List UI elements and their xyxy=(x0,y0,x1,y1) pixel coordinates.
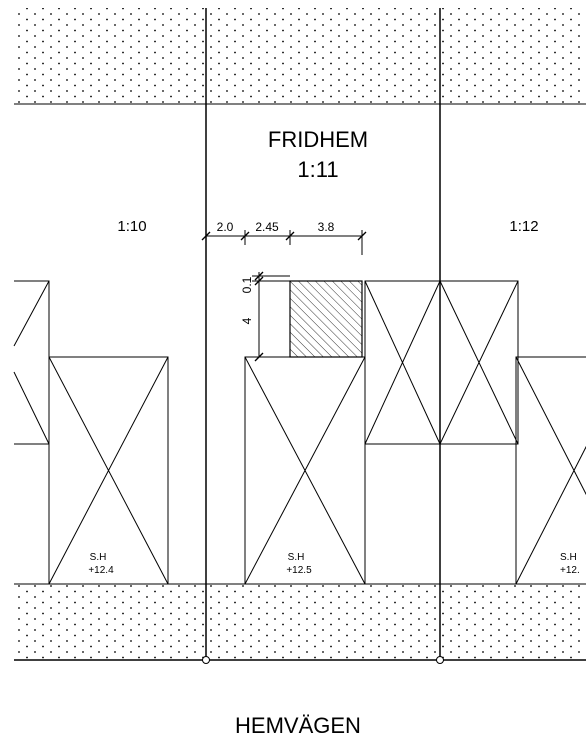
dimension-chain-horizontal xyxy=(201,230,367,255)
dimension-label: 4 xyxy=(240,317,254,324)
plot-label-1-12: 1:12 xyxy=(509,218,538,235)
house-level-label: +12.4 xyxy=(88,565,114,576)
building-garage-left xyxy=(13,280,50,445)
block-name-label: FRIDHEM xyxy=(268,127,368,152)
house-plot-1-11 xyxy=(244,356,366,585)
plot-label-1-10: 1:10 xyxy=(117,218,146,235)
house-plot-1-12 xyxy=(515,356,586,585)
house-plot-1-10 xyxy=(48,356,169,585)
boundary-point-left xyxy=(202,656,210,664)
dimension-label: 2.45 xyxy=(255,220,279,234)
hatched-extension xyxy=(289,280,363,358)
boundary-point-right xyxy=(436,656,444,664)
street-name-label: HEMVÄGEN xyxy=(235,713,361,738)
dimension-chain-vertical xyxy=(252,271,290,362)
garage-shared-left xyxy=(364,280,441,445)
house-level-label: +12. xyxy=(560,565,580,576)
house-code-label: S.H xyxy=(288,552,305,563)
garage-shared-right xyxy=(439,280,519,445)
dotted-strip-bottom xyxy=(14,584,586,660)
dimension-label: 3.8 xyxy=(318,220,335,234)
dotted-strip-top xyxy=(14,8,586,104)
house-code-label: S.H xyxy=(90,552,107,563)
house-level-label: +12.5 xyxy=(286,565,312,576)
dimension-label: 0.1 xyxy=(240,276,254,293)
plot-label-1-11: 1:11 xyxy=(297,157,338,182)
house-code-label: S.H xyxy=(560,552,577,563)
dimension-label: 2.0 xyxy=(217,220,234,234)
